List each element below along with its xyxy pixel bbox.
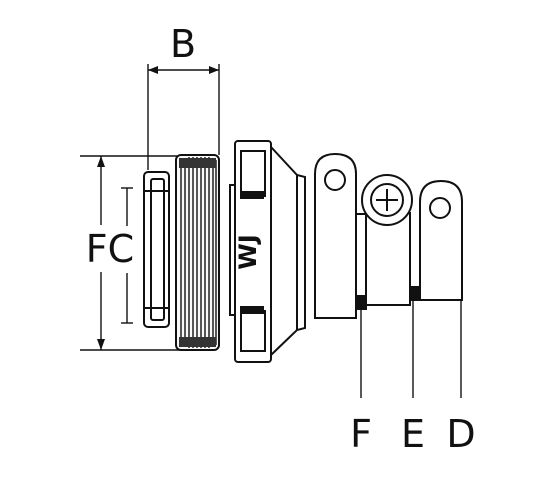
terminal-right-base-mark (410, 286, 420, 301)
front-collar-top-band (240, 191, 264, 199)
label-f: F (350, 412, 372, 456)
terminal-left-hole (324, 169, 346, 191)
terminal-left-rear (355, 213, 367, 304)
terminal-dimensions: F E D (350, 300, 476, 456)
knurled-nut-bottom-shadow (179, 337, 216, 347)
knurl-texture (180, 157, 217, 348)
rear-sleeve-inner (150, 178, 165, 321)
label-d: D (446, 412, 475, 456)
terminal-left-tab (314, 152, 357, 319)
knurled-nut-top-shadow (179, 158, 216, 168)
connector-body: WJ (143, 140, 306, 363)
front-taper (270, 146, 306, 356)
dimension-b: B (147, 22, 220, 170)
label-b: B (170, 22, 196, 66)
front-collar-top-window (240, 150, 266, 197)
front-collar-bottom-window (240, 310, 266, 352)
terminal-left-base-mark (356, 295, 367, 310)
terminal-center-tab (365, 212, 411, 306)
terminal-right-hole (429, 197, 451, 219)
fc-bottom-arrow (97, 339, 105, 350)
label-fc: FC (86, 227, 134, 271)
wj-stamp: WJ (234, 234, 262, 269)
front-collar-bottom-band (240, 306, 264, 314)
dimension-fc: FC (80, 155, 180, 351)
fc-top-arrow (97, 156, 105, 167)
label-e: E (401, 412, 425, 456)
dimension-b-left-arrow (148, 66, 158, 74)
terminals (314, 152, 463, 319)
dimension-b-right-arrow (209, 66, 219, 74)
